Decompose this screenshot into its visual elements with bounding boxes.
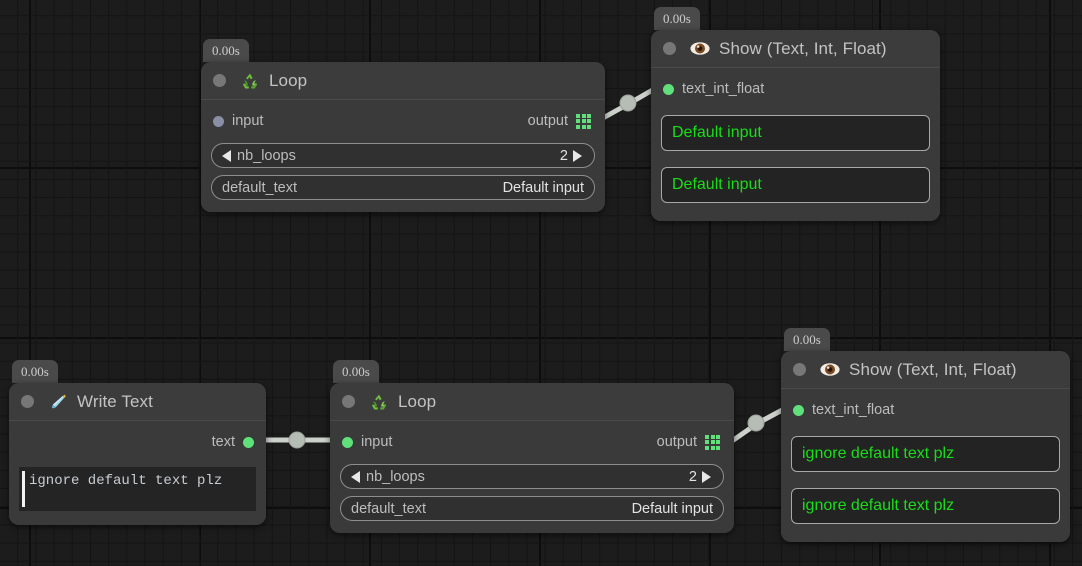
fountain-pen-icon [48,392,68,412]
node-status-dot[interactable] [342,395,355,408]
node-write-text[interactable]: Write Text text ignore default text plz [9,383,266,525]
input-port-label: text_int_float [812,402,895,418]
grid-icon[interactable] [705,434,720,450]
input-port-show-bottom[interactable]: text_int_float [793,402,894,418]
stepper-increment-icon[interactable] [573,149,582,162]
node-title: Show (Text, Int, Float) [719,38,887,58]
node-status-dot[interactable] [663,42,676,55]
text-editor-value: ignore default text plz [29,473,223,489]
node-header-write-text[interactable]: Write Text [9,383,266,421]
node-title: Loop [398,391,437,411]
time-badge-write-text: 0.00s [12,360,58,383]
field-value: Default input [502,179,584,196]
field-nb-loops[interactable]: nb_loops 2 [340,464,724,489]
field-default-text[interactable]: default_text Default input [340,496,724,521]
text-caret [22,471,25,507]
ports-row: text [19,429,256,457]
display-box-2: Default input [661,167,930,203]
port-dot-input[interactable] [342,436,353,448]
port-dot-output[interactable] [243,436,254,448]
output-port-label: text [211,434,235,450]
node-header-show-bottom[interactable]: Show (Text, Int, Float) [781,351,1070,389]
port-dot-input[interactable] [663,83,674,95]
ports-row: text_int_float [791,397,1060,425]
ports-row: text_int_float [661,76,930,104]
ports-row: input output [211,108,595,136]
input-port-label: input [361,434,393,450]
node-title: Loop [269,70,308,90]
input-port-loop-top[interactable]: input [213,113,263,129]
input-port-label: input [232,113,264,129]
time-badge-show-top: 0.00s [654,7,700,30]
time-badge-loop-top: 0.00s [203,39,249,62]
grid-icon[interactable] [576,113,591,129]
node-body-show-bottom: text_int_float ignore default text plz i… [781,389,1070,542]
node-title: Write Text [77,391,153,411]
field-default-text[interactable]: default_text Default input [211,175,595,200]
node-title: Show (Text, Int, Float) [849,359,1017,379]
node-status-dot[interactable] [213,74,226,87]
stepper-increment-icon[interactable] [702,470,711,483]
edge-loop-bottom-to-show-bottom[interactable] [729,405,789,444]
output-port-label: output [656,434,697,450]
field-label: nb_loops [237,147,296,164]
field-value: Default input [631,500,713,517]
stepper-decrement-icon[interactable] [222,149,231,162]
time-badge-loop-bottom: 0.00s [333,360,379,383]
output-port-loop-bottom[interactable]: output [657,434,720,450]
display-box-1: Default input [661,115,930,151]
text-editor[interactable]: ignore default text plz [19,467,256,511]
display-box-2: ignore default text plz [791,488,1060,524]
field-nb-loops[interactable]: nb_loops 2 [211,143,595,168]
node-header-loop-top[interactable]: Loop [201,62,605,100]
ports-row: input output [340,429,724,457]
node-status-dot[interactable] [793,363,806,376]
node-body-show-top: text_int_float Default input Default inp… [651,68,940,221]
node-status-dot[interactable] [21,395,34,408]
input-port-loop-bottom[interactable]: input [342,434,392,450]
field-label: default_text [351,500,426,517]
time-badge-show-bottom: 0.00s [784,328,830,351]
node-show-bottom[interactable]: Show (Text, Int, Float) text_int_float i… [781,351,1070,542]
eye-icon [820,360,840,380]
node-header-show-top[interactable]: Show (Text, Int, Float) [651,30,940,68]
stepper-decrement-icon[interactable] [351,470,360,483]
edge-loop-top-to-show-top[interactable] [600,85,659,121]
node-loop-top[interactable]: Loop input output nb_loops 2 [201,62,605,212]
port-dot-input[interactable] [793,404,804,416]
node-loop-bottom[interactable]: Loop input output nb_loops 2 [330,383,734,533]
recycle-icon [240,71,260,91]
eye-icon [690,39,710,59]
input-port-show-top[interactable]: text_int_float [663,81,764,97]
field-value: 2 [559,147,568,164]
output-port-write-text[interactable]: text [212,434,254,450]
node-body-loop-top: input output nb_loops 2 default_text Def… [201,100,605,212]
node-show-top[interactable]: Show (Text, Int, Float) text_int_float D… [651,30,940,221]
port-dot-input[interactable] [213,115,224,127]
node-header-loop-bottom[interactable]: Loop [330,383,734,421]
output-port-loop-top[interactable]: output [528,113,591,129]
input-port-label: text_int_float [682,81,765,97]
output-port-label: output [527,113,568,129]
field-value: 2 [688,468,697,485]
node-body-write-text: text ignore default text plz [9,421,266,525]
display-box-1: ignore default text plz [791,436,1060,472]
recycle-icon [369,392,389,412]
edge-write-to-loop-bottom[interactable] [253,431,341,449]
field-label: nb_loops [366,468,425,485]
node-body-loop-bottom: input output nb_loops 2 default_text Def… [330,421,734,533]
field-label: default_text [222,179,297,196]
